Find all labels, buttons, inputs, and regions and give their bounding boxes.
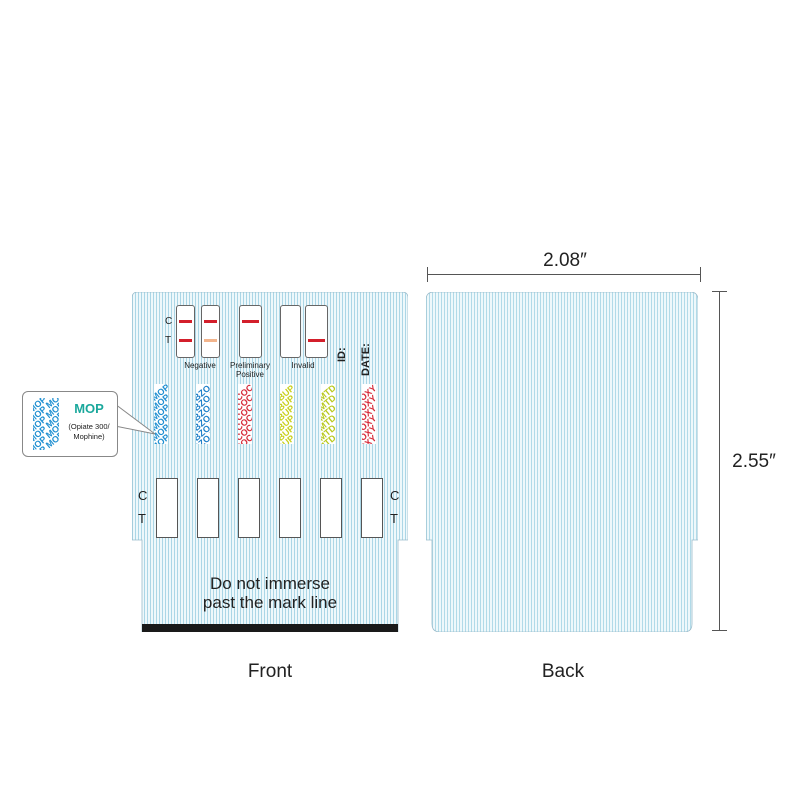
control-line [242,320,259,323]
instruction-line-1: Do not immerse [210,574,330,593]
test-line [308,339,325,342]
callout-pointer [114,403,156,435]
legend-negative-window-2 [201,305,220,358]
height-dimension-label: 2.55″ [732,451,776,472]
legend-negative-window-1 [176,305,195,358]
callout-subtitle-1: (Opiate 300/ [68,422,110,431]
test-line [179,339,192,342]
width-dimension-tick-left [427,267,428,282]
legend-negative-label: Negative [184,361,216,370]
control-line [179,320,192,323]
result-control-letter-left: C [138,488,148,503]
front-test-card [132,292,408,632]
mark-line-bar [142,624,398,632]
width-dimension-label: 2.08″ [543,250,587,271]
back-caption: Back [541,661,585,682]
result-window-2 [197,478,219,538]
height-dimension-line [719,291,720,631]
control-line [204,320,217,323]
callout-title: MOP [74,401,104,416]
height-dimension-tick-top [712,291,727,292]
result-window-1 [156,478,178,538]
back-test-card [425,291,699,633]
legend-test-letter: T [165,335,172,346]
back-card-outline [425,291,699,633]
width-dimension-tick-right [700,267,701,282]
legend-positive-window [239,305,262,358]
result-control-letter-right: C [390,488,400,503]
result-window-3 [238,478,260,538]
result-window-6 [361,478,383,538]
instruction-line-2: past the mark line [202,593,338,612]
date-label: DATE: [360,343,372,376]
legend-invalid-label: Invalid [291,361,315,370]
result-test-letter-right: T [390,511,398,526]
legend-invalid-window-1 [280,305,301,358]
result-window-5 [320,478,342,538]
legend-invalid-window-2 [305,305,328,358]
height-dimension-tick-bottom [712,630,727,631]
callout-subtitle-2: Mophine) [73,432,105,441]
result-window-4 [279,478,301,538]
legend-control-letter: C [165,316,173,327]
front-caption: Front [247,661,293,682]
faint-test-line [204,339,217,342]
legend-positive-label: Preliminary Positive [229,361,270,379]
id-label: ID: [336,347,348,362]
result-test-letter-left: T [138,511,146,526]
front-card-outline [132,292,408,632]
width-dimension-line [427,274,701,275]
